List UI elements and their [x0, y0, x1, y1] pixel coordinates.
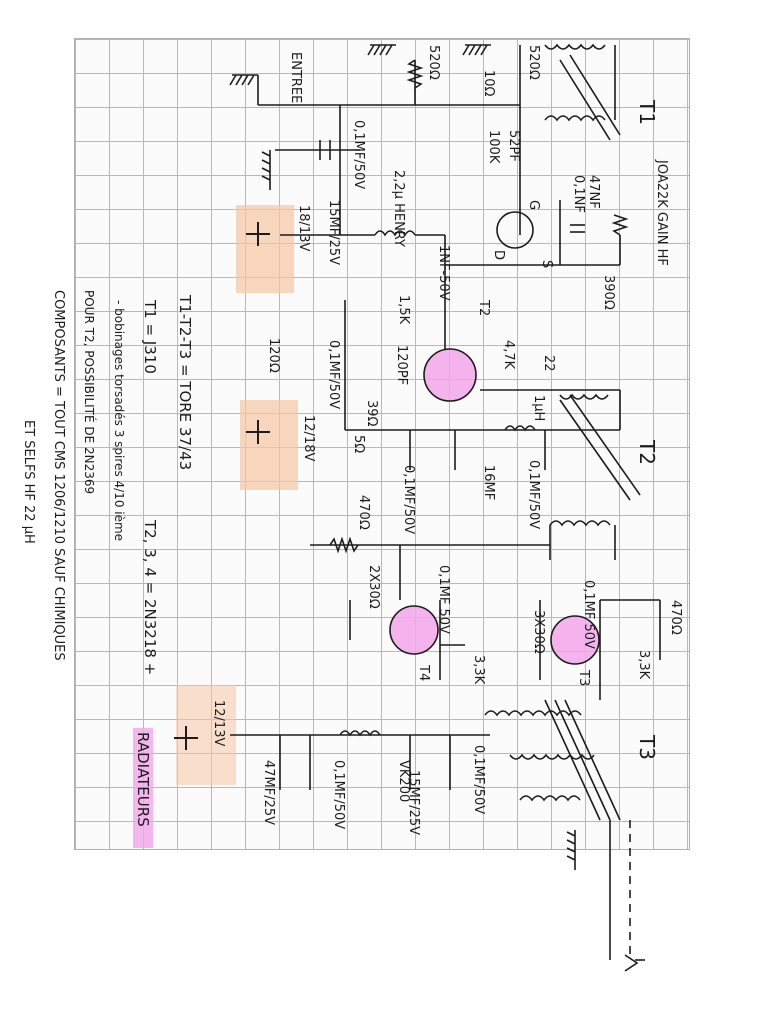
c01mf-d-label: 0,1MF/50V — [526, 460, 541, 529]
r470-label: 470Ω — [356, 495, 371, 530]
note-t1: T1 = J310 — [141, 299, 159, 374]
circuit-wiring — [229, 43, 661, 972]
r100k-label: 100K — [486, 130, 501, 164]
r15k-label: 1,5K — [396, 295, 411, 325]
t1-r520-label: 520Ω — [526, 45, 541, 80]
note-t234: T2, 3, 4 = 2N3218 + — [141, 519, 159, 675]
c15mf-label: 15MF/25V — [326, 200, 341, 265]
gain-pot-label: JOA22K GAIN HF — [654, 159, 669, 266]
supply-18v-label: 18/13V — [296, 205, 311, 251]
input-label: ENTREE — [288, 52, 303, 103]
c01nf-label: 0,1NF — [571, 175, 586, 213]
gate-label: G — [526, 200, 541, 210]
c120pf-label: 120PF — [394, 345, 409, 385]
note-components: COMPOSANTS = TOUT CMS 1206/1210 SAUF CHI… — [51, 290, 66, 661]
supply-plus-signs — [174, 222, 270, 750]
note-selfs: ET SELFS HF 22 µH — [21, 420, 36, 544]
c47mf-label: 47MF/25V — [261, 760, 276, 825]
t1-label: T1 — [635, 99, 659, 125]
c52pf-label: 52PF — [506, 130, 521, 162]
r2x30-label: 2X30Ω — [366, 565, 381, 609]
t2-label: T2 — [635, 439, 659, 465]
t3-label: T3 — [635, 734, 659, 760]
r22-label: 22 — [541, 355, 556, 372]
c-input-label: 0,1MF/50V — [351, 120, 366, 189]
uh-label: 1µH — [531, 395, 546, 421]
drain-label: D — [491, 250, 506, 260]
c01mf-f-label: 0,1MF 50V — [581, 580, 596, 649]
r33k-b-label: 3,3K — [636, 650, 651, 680]
c47nf-label: 47NF — [586, 175, 601, 209]
c15mf-b-label: 15MF/25V — [406, 770, 421, 835]
t4-mark-label: T4 — [416, 664, 431, 681]
radiateurs-highlight — [133, 728, 153, 848]
note-core: T1-T2-T3 = TORE 37/43 — [176, 294, 194, 470]
source-label: S — [539, 260, 554, 268]
r5-label: 5Ω — [351, 435, 366, 453]
note-t2-alt: POUR T2, POSSIBILITÉ DE 2N2369 — [82, 290, 97, 494]
r3x30-label: 3X30Ω — [531, 610, 546, 654]
c16mf-label: 16MF — [481, 465, 496, 500]
r120-label: 120Ω — [266, 338, 281, 373]
r470-b-label: 470Ω — [668, 600, 683, 635]
t3-mark-label: T3 — [576, 669, 591, 686]
choke-label: 2,2µ HENRY — [391, 170, 406, 247]
supply-12v-a-label: 12/18V — [301, 415, 316, 461]
note-windings: - bobinages torsadés 3 spires 4/10 ième — [112, 300, 126, 541]
c01mf-b-label: 0,1MF/50V — [326, 340, 341, 409]
c01mf-g-label: 0,1MF/50V — [331, 760, 346, 829]
r33k-a-label: 3,3K — [471, 655, 486, 685]
c01mf-h-label: 0,1MF/50V — [471, 745, 486, 814]
t2-mark-label: T2 — [476, 299, 491, 316]
r10-label: 10Ω — [481, 70, 496, 97]
c01mf-c-label: 0,1MF/50V — [401, 465, 416, 534]
r520-input-label: 520Ω — [426, 45, 441, 80]
vk200-label: VK200 — [396, 760, 411, 802]
c01mf-e-label: 0,1MF 50V — [436, 565, 451, 634]
supply-12v-b-label: 12/13V — [211, 700, 226, 746]
r39-label: 39Ω — [364, 400, 379, 427]
c1nf-label: 1NF-50V — [436, 245, 451, 301]
note-radiateurs: RADIATEURS — [134, 732, 152, 827]
r47k-label: 4,7K — [501, 340, 516, 370]
r390-label: 390Ω — [601, 275, 616, 310]
